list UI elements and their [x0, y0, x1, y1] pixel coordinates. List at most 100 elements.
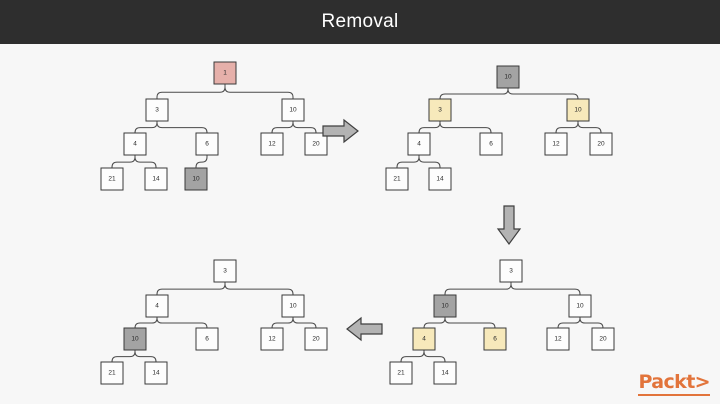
tree-node-label: 21 — [108, 370, 116, 377]
tree-edge — [292, 317, 317, 329]
tree-edge — [510, 282, 581, 295]
tree-node[interactable]: 12 — [260, 327, 284, 351]
tree-node-box[interactable] — [385, 167, 409, 191]
tree-node-box[interactable] — [412, 327, 436, 351]
tree-node-box[interactable] — [123, 132, 147, 156]
tree-node-box[interactable] — [195, 132, 219, 156]
tree-node[interactable]: 14 — [428, 167, 452, 191]
tree-node[interactable]: 20 — [589, 132, 613, 156]
tree-node[interactable]: 21 — [100, 167, 124, 191]
tree-edge — [156, 317, 208, 329]
tree-node-box[interactable] — [213, 61, 237, 85]
tree-node-box[interactable] — [123, 327, 147, 351]
tree-node[interactable]: 10 — [184, 167, 208, 191]
tree-node[interactable]: 14 — [433, 361, 457, 385]
tree-node-label: 21 — [397, 370, 405, 377]
tree-node-box[interactable] — [566, 98, 590, 122]
tree-edge — [507, 88, 579, 100]
tree-node-box[interactable] — [281, 98, 305, 122]
tree-node-box[interactable] — [499, 259, 523, 283]
tree-node[interactable]: 6 — [195, 132, 219, 156]
tree-edges — [111, 84, 317, 168]
tree-node[interactable]: 3 — [428, 98, 452, 122]
tree-node-box[interactable] — [479, 132, 503, 156]
tree-node-box[interactable] — [407, 132, 431, 156]
tree-node-box[interactable] — [184, 167, 208, 191]
tree-node-box[interactable] — [100, 361, 124, 385]
tree-node-label: 4 — [422, 336, 426, 343]
tree-node[interactable]: 21 — [100, 361, 124, 385]
tree-node-label: 3 — [223, 268, 227, 275]
tree-node-box[interactable] — [591, 327, 615, 351]
tree-node-label: 3 — [509, 268, 513, 275]
tree-top-left: 1 3 10 4 6 12 20 21 14 10 — [100, 61, 328, 191]
tree-node-box[interactable] — [568, 294, 592, 318]
tree-node[interactable]: 10 — [496, 65, 520, 89]
tree-edge — [134, 317, 158, 329]
tree-edge — [577, 121, 602, 133]
tree-node-box[interactable] — [433, 361, 457, 385]
tree-node[interactable]: 14 — [144, 361, 168, 385]
tree-node[interactable]: 12 — [544, 132, 568, 156]
tree-edge — [423, 317, 446, 329]
tree-node[interactable]: 10 — [568, 294, 592, 318]
tree-node-box[interactable] — [145, 294, 169, 318]
tree-node[interactable]: 4 — [407, 132, 431, 156]
tree-node[interactable]: 4 — [123, 132, 147, 156]
tree-node[interactable]: 3 — [499, 259, 523, 283]
tree-node[interactable]: 12 — [260, 132, 284, 156]
tree-node-box[interactable] — [213, 259, 237, 283]
tree-node[interactable]: 14 — [144, 167, 168, 191]
tree-node-label: 6 — [205, 141, 209, 148]
tree-node-label: 1 — [223, 70, 227, 77]
tree-node-box[interactable] — [304, 327, 328, 351]
tree-node[interactable]: 20 — [304, 327, 328, 351]
tree-node[interactable]: 10 — [281, 294, 305, 318]
tree-edge — [224, 282, 294, 295]
arrow-step1-to-step2-icon — [322, 118, 359, 144]
tree-node-box[interactable] — [100, 167, 124, 191]
tree-node-box[interactable] — [589, 132, 613, 156]
tree-node-box[interactable] — [145, 98, 169, 122]
tree-node-box[interactable] — [260, 132, 284, 156]
tree-node-box[interactable] — [433, 294, 457, 318]
tree-node[interactable]: 3 — [213, 259, 237, 283]
tree-node-box[interactable] — [144, 361, 168, 385]
tree-node[interactable]: 6 — [479, 132, 503, 156]
tree-node-box[interactable] — [496, 65, 520, 89]
tree-node-box[interactable] — [483, 327, 507, 351]
tree-node-box[interactable] — [304, 132, 328, 156]
tree-bottom-left: 3 4 10 10 6 12 20 21 14 — [100, 259, 328, 385]
tree-node-box[interactable] — [428, 98, 452, 122]
tree-node[interactable]: 10 — [281, 98, 305, 122]
tree-node[interactable]: 21 — [389, 361, 413, 385]
slide-header-bar: Removal — [0, 0, 720, 44]
tree-node-box[interactable] — [428, 167, 452, 191]
tree-node-box[interactable] — [546, 327, 570, 351]
tree-node[interactable]: 20 — [304, 132, 328, 156]
tree-edge — [156, 121, 208, 133]
tree-node-box[interactable] — [544, 132, 568, 156]
tree-node-label: 12 — [268, 336, 276, 343]
tree-node[interactable]: 10 — [123, 327, 147, 351]
tree-node[interactable]: 12 — [546, 327, 570, 351]
tree-node[interactable]: 4 — [145, 294, 169, 318]
tree-node[interactable]: 21 — [385, 167, 409, 191]
tree-node-label: 4 — [417, 141, 421, 148]
tree-node[interactable]: 6 — [195, 327, 219, 351]
tree-node-box[interactable] — [281, 294, 305, 318]
tree-node[interactable]: 6 — [483, 327, 507, 351]
tree-node-box[interactable] — [195, 327, 219, 351]
tree-node[interactable]: 10 — [566, 98, 590, 122]
tree-node-label: 6 — [493, 336, 497, 343]
tree-node[interactable]: 10 — [433, 294, 457, 318]
tree-node-box[interactable] — [389, 361, 413, 385]
tree-node-box[interactable] — [144, 167, 168, 191]
tree-node[interactable]: 3 — [145, 98, 169, 122]
tree-edge — [557, 317, 581, 329]
tree-node[interactable]: 4 — [412, 327, 436, 351]
tree-node-box[interactable] — [260, 327, 284, 351]
tree-node[interactable]: 20 — [591, 327, 615, 351]
tree-node[interactable]: 1 — [213, 61, 237, 85]
tree-node-label: 10 — [289, 107, 297, 114]
